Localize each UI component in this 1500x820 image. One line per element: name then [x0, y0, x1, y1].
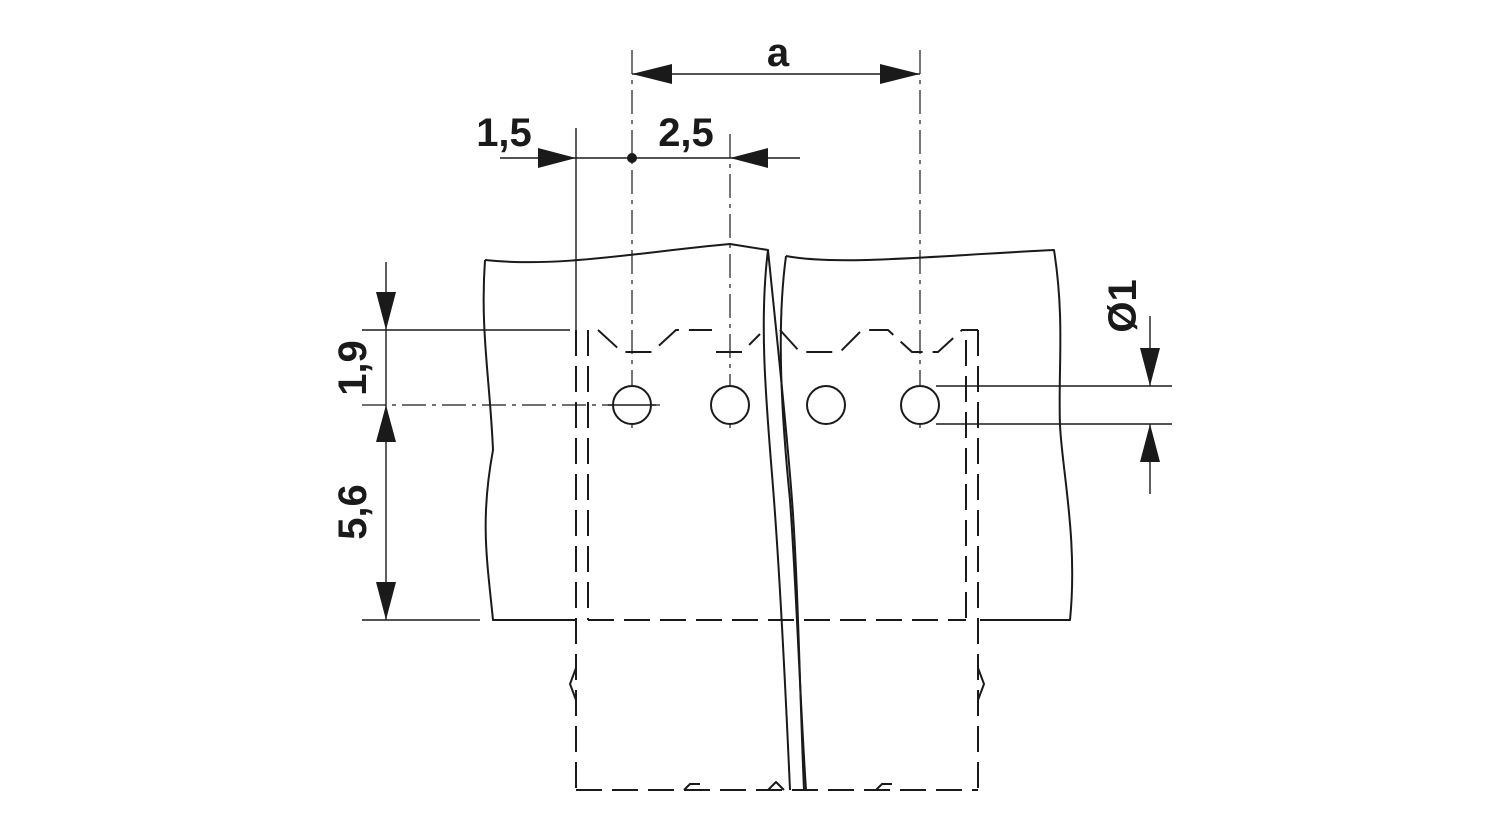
bottom-notch-right — [977, 667, 985, 701]
hole-4 — [900, 385, 940, 425]
dim-1-9-arrow-top — [376, 292, 396, 330]
bottom-teeth — [683, 781, 892, 791]
dim-a-label: a — [767, 31, 790, 75]
dim-1-9-label: 1,9 — [331, 340, 375, 396]
hidden-contour — [597, 329, 978, 353]
housing-right-outline — [779, 249, 1074, 791]
break-line — [767, 249, 805, 791]
dim-5-6-label: 5,6 — [331, 484, 375, 540]
dim-1-9-arrow-bottom — [376, 405, 396, 442]
hole-2 — [710, 385, 750, 425]
housing-left-outline — [482, 243, 791, 791]
hole-3 — [806, 385, 846, 425]
dim-2-5-arrow — [730, 148, 768, 168]
bottom-notch-left — [569, 667, 577, 701]
dim-a-arrow-left — [632, 64, 672, 84]
dim-dia-arrow-bottom — [1140, 424, 1160, 462]
dim-dia-label: Ø1 — [1101, 279, 1145, 332]
dim-5-6-arrow-bottom — [376, 582, 396, 620]
dim-a-arrow-right — [880, 64, 920, 84]
dim-2-5-label: 2,5 — [658, 111, 714, 155]
dim-origin-dot — [627, 153, 637, 163]
dim-1-5-arrow — [538, 148, 576, 168]
dim-1-5-label: 1,5 — [476, 111, 532, 155]
dim-dia-arrow-top — [1140, 348, 1160, 386]
